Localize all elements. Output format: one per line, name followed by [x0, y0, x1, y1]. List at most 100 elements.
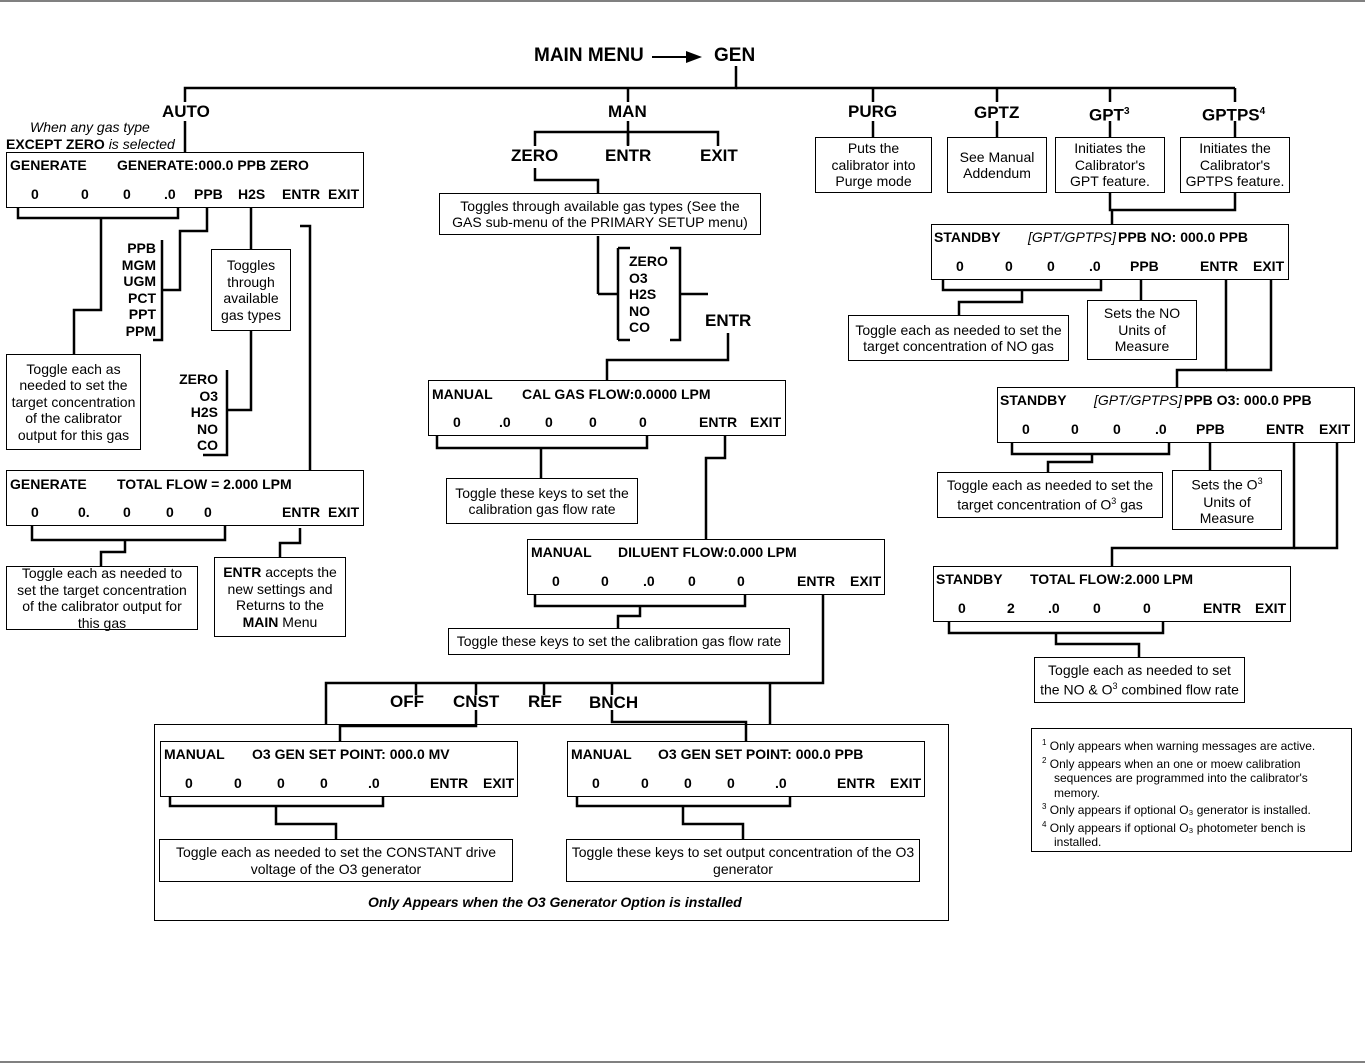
- key-digit[interactable]: 0: [688, 573, 696, 589]
- man-toggle-flow-note-2: Toggle these keys to set the calibration…: [448, 628, 790, 655]
- key-digit[interactable]: 0: [81, 186, 89, 202]
- gas-item: CO: [629, 319, 650, 335]
- auto-gas-list: ZERO O3 H2S NO CO: [170, 371, 218, 454]
- key-digit[interactable]: 0: [204, 504, 212, 520]
- screen-title: MANUAL: [164, 746, 225, 762]
- key-digit[interactable]: .0: [368, 775, 380, 791]
- key-digit[interactable]: 0: [1113, 421, 1121, 437]
- key-entr[interactable]: ENTR: [282, 504, 321, 520]
- key-digit[interactable]: .0: [499, 414, 511, 430]
- man-cal-gas-screen: MANUAL CAL GAS FLOW:0.0000 LPM 0 .0 0 0 …: [428, 380, 786, 436]
- key-digit[interactable]: .0: [1048, 600, 1060, 616]
- key-digit[interactable]: .0: [643, 573, 655, 589]
- key-digit[interactable]: 0.: [78, 504, 90, 520]
- key-exit[interactable]: EXIT: [1319, 421, 1351, 437]
- screen-title: STANDBY: [934, 229, 1001, 245]
- unit-item: PPB: [127, 240, 156, 256]
- unit-item: UGM: [123, 273, 156, 289]
- key-exit[interactable]: EXIT: [1255, 600, 1287, 616]
- branch-gptz: GPTZ: [974, 103, 1020, 122]
- branch-purg: PURG: [848, 102, 898, 121]
- screen-title: GENERATE: [10, 476, 87, 492]
- key-digit[interactable]: 0: [589, 414, 597, 430]
- key-digit[interactable]: 0: [31, 504, 39, 520]
- key-unit[interactable]: PPB: [1196, 421, 1225, 437]
- key-digit[interactable]: 0: [1022, 421, 1030, 437]
- key-exit[interactable]: EXIT: [328, 504, 360, 520]
- o3-toggle-cnst-note: Toggle each as needed to set the CONSTAN…: [159, 839, 513, 882]
- o3-opt-off: OFF: [390, 692, 424, 711]
- key-unit[interactable]: PPB: [194, 186, 223, 202]
- o3-opt-cnst: CNST: [453, 692, 500, 711]
- key-digit[interactable]: 0: [958, 600, 966, 616]
- key-digit[interactable]: 0: [320, 775, 328, 791]
- key-exit[interactable]: EXIT: [483, 775, 515, 791]
- key-digit[interactable]: 0: [737, 573, 745, 589]
- key-digit[interactable]: 0: [1047, 258, 1055, 274]
- unit-item: PCT: [128, 289, 156, 306]
- man-sub-zero: ZERO: [511, 146, 559, 165]
- key-digit[interactable]: 0: [185, 775, 193, 791]
- key-digit[interactable]: 0: [123, 186, 131, 202]
- key-digit[interactable]: 0: [601, 573, 609, 589]
- man-toggle-flow-note: Toggle these keys to set the calibration…: [446, 478, 638, 524]
- key-entr[interactable]: ENTR: [837, 775, 876, 791]
- key-digit[interactable]: 0: [234, 775, 242, 791]
- key-entr[interactable]: ENTR: [282, 186, 321, 202]
- key-entr[interactable]: ENTR: [1266, 421, 1305, 437]
- man-entr-label: ENTR: [705, 311, 752, 330]
- screen-mode: [GPT/GPTPS]: [1094, 392, 1182, 408]
- gas-item: NO: [197, 420, 218, 437]
- key-digit[interactable]: 0: [277, 775, 285, 791]
- screen-title: STANDBY: [1000, 392, 1067, 408]
- gas-item: H2S: [190, 404, 218, 420]
- auto-toggle-conc-note-2: Toggle each as needed to set the target …: [6, 565, 198, 631]
- footnote: 1 Only appears when warning messages are…: [1042, 738, 1316, 753]
- footnote: 4 Only appears if optional O₃ photometer…: [1042, 819, 1306, 850]
- key-digit[interactable]: .0: [1089, 258, 1101, 274]
- screen-mode: [GPT/GPTPS]: [1028, 229, 1116, 245]
- key-entr[interactable]: ENTR: [797, 573, 836, 589]
- key-digit[interactable]: 0: [31, 186, 39, 202]
- key-digit[interactable]: 0: [552, 573, 560, 589]
- purg-note: Puts the calibrator into Purge mode: [815, 137, 932, 193]
- key-digit[interactable]: 0: [684, 775, 692, 791]
- key-digit[interactable]: 0: [1093, 600, 1101, 616]
- key-entr[interactable]: ENTR: [1200, 258, 1239, 274]
- key-digit[interactable]: 0: [123, 504, 131, 520]
- key-digit[interactable]: 0: [545, 414, 553, 430]
- key-digit[interactable]: .0: [1155, 421, 1167, 437]
- key-digit[interactable]: 0: [1143, 600, 1151, 616]
- key-exit[interactable]: EXIT: [328, 186, 360, 202]
- auto-total-flow-screen: GENERATE TOTAL FLOW = 2.000 LPM 0 0. 0 0…: [6, 470, 364, 526]
- key-digit[interactable]: 0: [592, 775, 600, 791]
- key-gas[interactable]: H2S: [238, 186, 266, 202]
- screen-value: DILUENT FLOW:0.000 LPM: [618, 544, 797, 560]
- key-entr[interactable]: ENTR: [430, 775, 469, 791]
- key-digit[interactable]: 2: [1007, 600, 1015, 616]
- key-exit[interactable]: EXIT: [750, 414, 782, 430]
- key-digit[interactable]: 0: [641, 775, 649, 791]
- branch-man: MAN: [608, 102, 647, 121]
- key-digit[interactable]: 0: [166, 504, 174, 520]
- key-digit[interactable]: 0: [1005, 258, 1013, 274]
- key-digit[interactable]: 0: [956, 258, 964, 274]
- branch-gptps: GPTPS4: [1202, 105, 1266, 125]
- key-digit[interactable]: 0: [1071, 421, 1079, 437]
- key-entr[interactable]: ENTR: [699, 414, 738, 430]
- key-exit[interactable]: EXIT: [1253, 258, 1285, 274]
- key-digit[interactable]: 0: [727, 775, 735, 791]
- gas-item: ZERO: [179, 371, 218, 387]
- key-entr[interactable]: ENTR: [1203, 600, 1242, 616]
- auto-entr-note: ENTR accepts the new settings and Return…: [214, 557, 346, 637]
- key-digit[interactable]: 0: [639, 414, 647, 430]
- key-unit[interactable]: PPB: [1130, 258, 1159, 274]
- key-digit[interactable]: 0: [453, 414, 461, 430]
- man-toggle-gas-note: Toggles through available gas types (See…: [439, 193, 761, 235]
- key-digit[interactable]: .0: [164, 186, 176, 202]
- key-digit[interactable]: .0: [775, 775, 787, 791]
- key-exit[interactable]: EXIT: [850, 573, 882, 589]
- screen-title: STANDBY: [936, 571, 1003, 587]
- key-exit[interactable]: EXIT: [890, 775, 922, 791]
